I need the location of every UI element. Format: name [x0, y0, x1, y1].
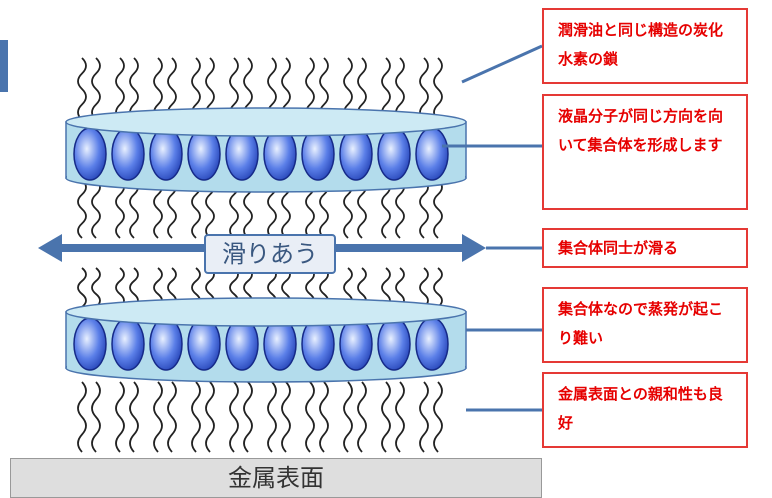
- chain-icon: [129, 179, 139, 239]
- callout-connectors: [442, 44, 543, 412]
- chain-icon: [267, 381, 277, 453]
- chain-icon: [433, 57, 443, 121]
- chain-icon: [229, 381, 239, 453]
- chain-icon: [395, 381, 405, 453]
- chain-icon: [115, 57, 125, 121]
- chain-icon: [357, 381, 367, 453]
- callout-liquid-crystal-text: 液晶分子が同じ方向を向いて集合体を形成します: [558, 107, 724, 154]
- chain-icon: [381, 381, 391, 453]
- molecule-icon: [339, 127, 373, 181]
- molecule-icon: [111, 317, 145, 371]
- chain-icon: [77, 381, 87, 453]
- chain-icon: [395, 179, 405, 239]
- molecule-icon: [73, 317, 107, 371]
- callout-liquid-crystal: 液晶分子が同じ方向を向いて集合体を形成します: [542, 94, 748, 210]
- chain-icon: [167, 381, 177, 453]
- chain-icon: [115, 179, 125, 239]
- callout-chain-text: 潤滑油と同じ構造の炭化水素の鎖: [558, 21, 724, 68]
- callout-sliding: 集合体同士が滑る: [542, 228, 748, 268]
- left-edge-mark: [0, 40, 8, 92]
- chain-icon: [319, 381, 329, 453]
- chain-icon: [419, 179, 429, 239]
- chain-icon: [381, 57, 391, 121]
- chain-icon: [115, 381, 125, 453]
- molecule-icon: [377, 127, 411, 181]
- chain-icon: [243, 381, 253, 453]
- chain-icon: [433, 381, 443, 453]
- molecule-icon: [415, 127, 449, 181]
- chain-icon: [91, 179, 101, 239]
- molecule-icon: [149, 127, 183, 181]
- chain-icon: [305, 381, 315, 453]
- chain-icon: [381, 179, 391, 239]
- chain-icon: [91, 57, 101, 121]
- slide-label: 滑りあう: [204, 234, 336, 274]
- chain-icon: [205, 381, 215, 453]
- callout-affinity-text: 金属表面との親和性も良好: [558, 385, 723, 432]
- chain-icon: [129, 381, 139, 453]
- molecule-icon: [149, 317, 183, 371]
- molecule-icon: [111, 127, 145, 181]
- chain-icon: [419, 381, 429, 453]
- molecule-icon: [73, 127, 107, 181]
- molecule-icon: [377, 317, 411, 371]
- chain-icon: [153, 57, 163, 121]
- connector-line: [461, 44, 543, 84]
- chain-icon: [281, 381, 291, 453]
- callout-chain: 潤滑油と同じ構造の炭化水素の鎖: [542, 8, 748, 84]
- chain-icon: [419, 57, 429, 121]
- callout-affinity: 金属表面との親和性も良好: [542, 372, 748, 448]
- chain-icon: [129, 57, 139, 121]
- chain-icon: [433, 179, 443, 239]
- molecule-layers: [65, 107, 467, 383]
- molecule-icon: [415, 317, 449, 371]
- molecule-layer: [65, 107, 467, 193]
- chain-icon: [191, 381, 201, 453]
- chain-icon: [395, 57, 405, 121]
- chain-icon: [77, 57, 87, 121]
- callout-sliding-text: 集合体同士が滑る: [558, 239, 679, 257]
- chain-icon: [153, 381, 163, 453]
- metal-surface-label: 金属表面: [10, 458, 542, 498]
- callout-evaporation: 集合体なので蒸発が起こり難い: [542, 287, 748, 363]
- molecule-layer: [65, 297, 467, 383]
- molecule-icon: [339, 317, 373, 371]
- callout-evaporation-text: 集合体なので蒸発が起こり難い: [558, 300, 724, 347]
- chain-icon: [343, 381, 353, 453]
- chain-icon: [77, 179, 87, 239]
- chain-icon: [91, 381, 101, 453]
